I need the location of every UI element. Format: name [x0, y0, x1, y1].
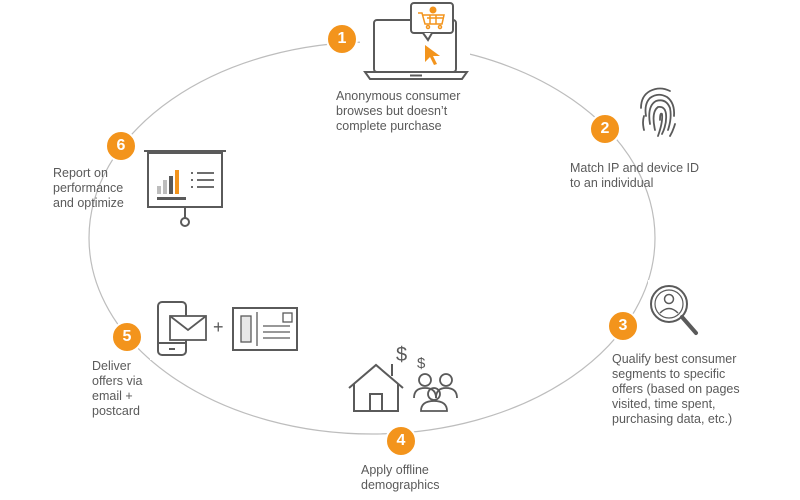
presentation-chart-icon: [144, 150, 226, 227]
step-4-caption: Apply offline demographics: [361, 463, 440, 492]
postcard-icon: [232, 307, 298, 351]
step-2-badge: 2: [589, 113, 621, 145]
step-3-caption: Qualify best consumer segments to specif…: [612, 352, 740, 426]
dollar-sign-icon: $: [396, 344, 407, 366]
magnifier-person-icon: [650, 285, 698, 335]
house-icon: [348, 363, 404, 412]
step-6-caption: Report on performance and optimize: [53, 166, 124, 210]
plus-icon: +: [213, 317, 224, 337]
dollar-sign-icon-small: $: [417, 355, 426, 372]
people-group-icon: [413, 373, 458, 412]
step-1-badge: 1: [326, 23, 358, 55]
email-envelope-icon: [169, 315, 207, 341]
step-5-badge: 5: [111, 321, 143, 353]
bar-chart-graphic: [157, 170, 186, 200]
step-1-caption: Anonymous consumer browses but doesn’t c…: [336, 89, 461, 133]
list-lines-graphic: [191, 172, 214, 188]
step-6-badge: 6: [105, 130, 137, 162]
step-3-badge: 3: [607, 310, 639, 342]
step-5-caption: Deliver offers via email + postcard: [92, 359, 143, 418]
cart-graphic: [418, 6, 445, 30]
cursor-arrow-icon: [425, 45, 440, 65]
fingerprint-icon: [640, 87, 676, 137]
step-2-caption: Match IP and device ID to an individual: [570, 161, 700, 190]
step-4-badge: 4: [385, 425, 417, 457]
